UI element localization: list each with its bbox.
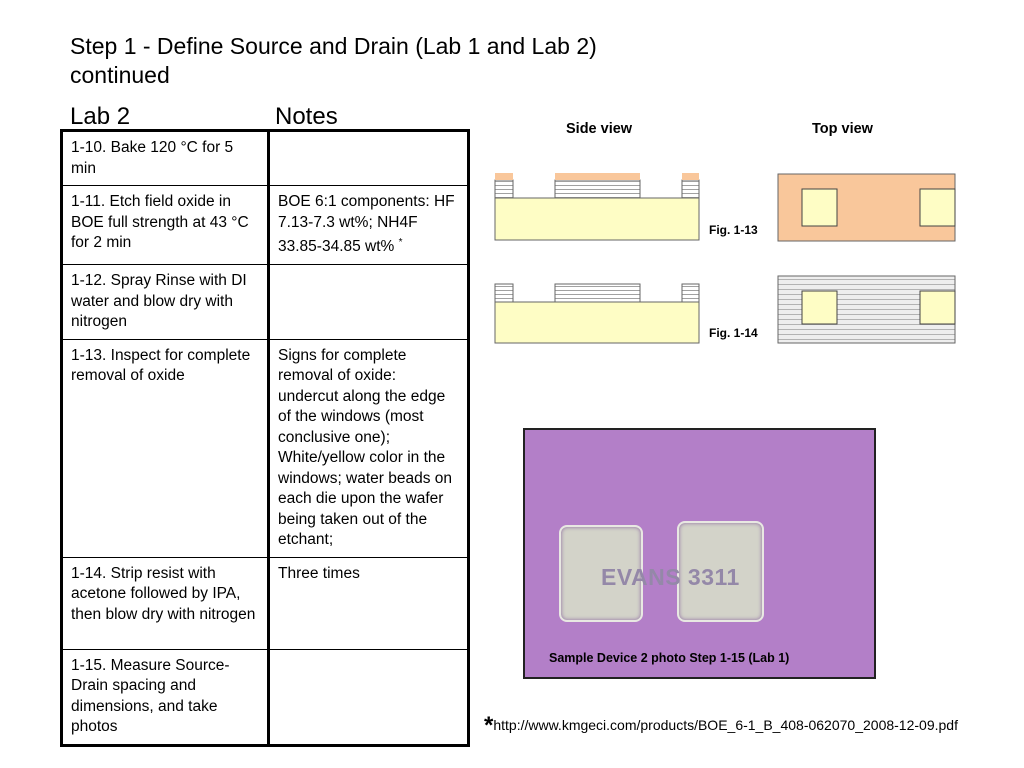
fig13-top-view-diagram — [777, 173, 956, 242]
substrate-shape — [494, 301, 700, 344]
fig14-label: Fig. 1-14 — [709, 326, 758, 340]
fig14-side-view-diagram — [494, 283, 700, 344]
oxide-shape — [554, 179, 641, 199]
table-row: 1-10. Bake 120 °C for 5 min — [61, 130, 469, 186]
oxide-shape — [494, 283, 514, 303]
footnote-marker: * — [398, 237, 403, 248]
footnote-star: * — [484, 712, 494, 739]
footnote: *http://www.kmgeci.com/products/BOE_6-1_… — [484, 712, 958, 740]
fig13-label: Fig. 1-13 — [709, 223, 758, 237]
side-view-label: Side view — [566, 121, 633, 137]
oxide-shape — [554, 283, 641, 303]
source-window — [801, 188, 838, 227]
step-cell: 1-13. Inspect for complete removal of ox… — [61, 338, 270, 558]
photo-watermark: EVANS 3311 — [601, 564, 740, 590]
step-cell: 1-14. Strip resist with acetone followed… — [61, 556, 270, 650]
top-view-label: Top view — [812, 121, 873, 137]
oxide-shape — [494, 179, 514, 199]
oxide-shape — [681, 283, 700, 303]
note-cell: Signs for complete removal of oxide: und… — [268, 338, 469, 558]
footnote-url: http://www.kmgeci.com/products/BOE_6-1_B… — [493, 717, 958, 733]
sample-device-photo: EVANS 3311 Sample Device 2 photo Step 1-… — [523, 428, 876, 679]
slide-title: Step 1 - Define Source and Drain (Lab 1 … — [70, 32, 690, 90]
source-pad — [559, 525, 643, 622]
table-row: 1-11. Etch field oxide in BOE full stren… — [61, 185, 469, 265]
note-cell: BOE 6:1 components: HF 7.13-7.3 wt%; NH4… — [268, 185, 469, 265]
source-window — [801, 290, 838, 325]
lab2-column-header: Lab 2 — [70, 103, 131, 130]
title-line-2: continued — [70, 62, 170, 88]
substrate-shape — [494, 197, 700, 241]
resist-shape — [495, 173, 513, 180]
process-steps-table: 1-10. Bake 120 °C for 5 min 1-11. Etch f… — [60, 129, 470, 747]
drain-pad — [677, 521, 764, 622]
drain-window — [919, 188, 956, 227]
table-row: 1-15. Measure Source-Drain spacing and d… — [61, 648, 469, 746]
resist-shape — [555, 173, 640, 180]
step-cell: 1-12. Spray Rinse with DI water and blow… — [61, 264, 270, 340]
note-cell — [268, 648, 469, 746]
resist-shape — [682, 173, 699, 180]
oxide-shape — [681, 179, 700, 199]
fig13-side-view-diagram — [494, 173, 700, 241]
table-row: 1-13. Inspect for complete removal of ox… — [61, 338, 469, 558]
photo-caption: Sample Device 2 photo Step 1-15 (Lab 1) — [549, 651, 790, 665]
note-cell: Three times — [268, 556, 469, 650]
title-line-1: Step 1 - Define Source and Drain (Lab 1 … — [70, 33, 597, 59]
note-text: BOE 6:1 components: HF 7.13-7.3 wt%; NH4… — [278, 193, 455, 256]
drain-window — [919, 290, 956, 325]
table-row: 1-14. Strip resist with acetone followed… — [61, 556, 469, 650]
note-cell — [268, 130, 469, 186]
step-cell: 1-15. Measure Source-Drain spacing and d… — [61, 648, 270, 746]
step-cell: 1-11. Etch field oxide in BOE full stren… — [61, 185, 270, 265]
fig14-top-view-diagram — [777, 275, 956, 344]
table-row: 1-12. Spray Rinse with DI water and blow… — [61, 264, 469, 340]
step-cell: 1-10. Bake 120 °C for 5 min — [61, 130, 270, 186]
note-cell — [268, 264, 469, 340]
notes-column-header: Notes — [275, 103, 338, 130]
